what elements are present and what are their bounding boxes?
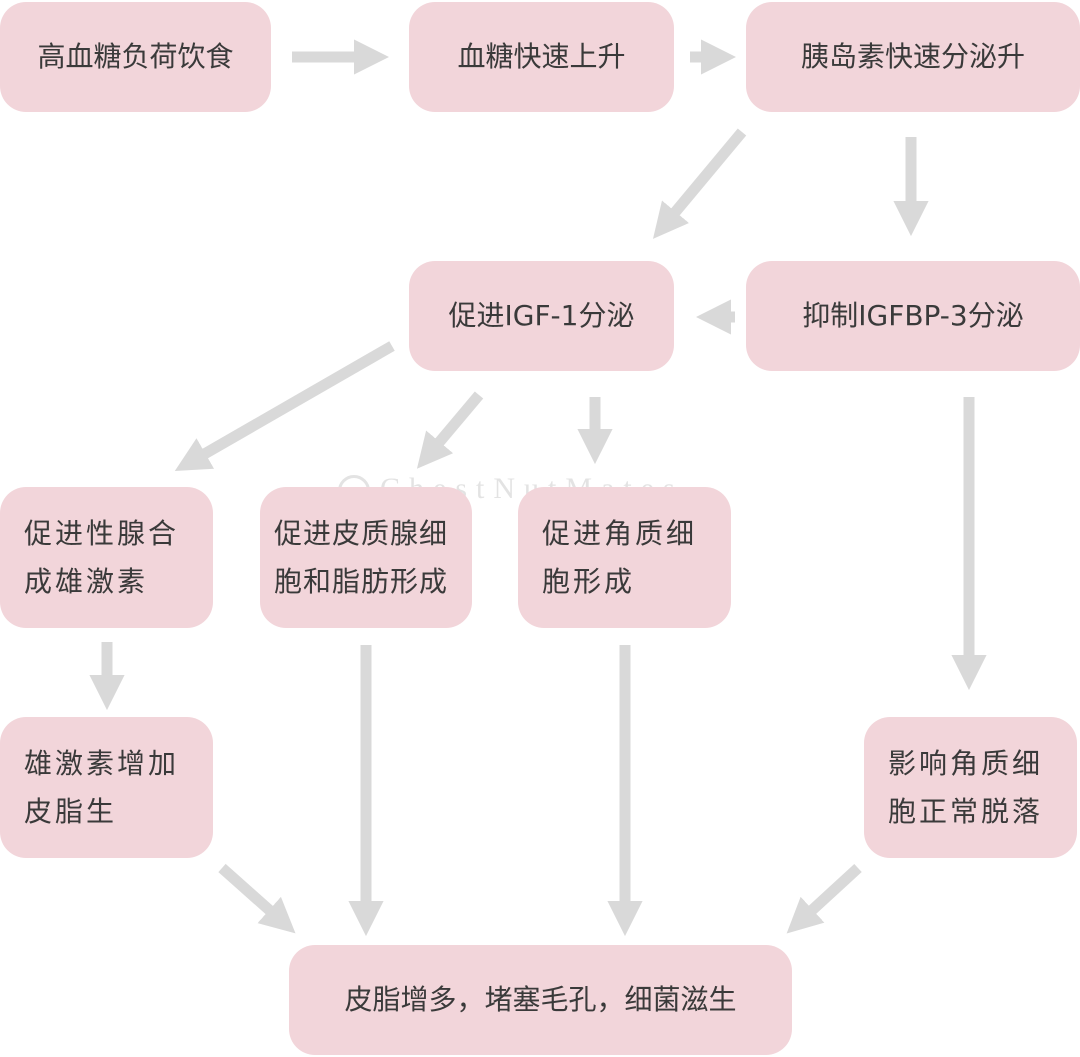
arrow-igf1-to-sebaceous — [416, 391, 484, 469]
node-sebaceous-adipose: 促进皮质腺细 胞和脂肪形成 — [260, 487, 472, 628]
node-keratinocyte-formation: 促进角质细 胞形成 — [518, 487, 731, 628]
node-androgen-synthesis: 促进性腺合 成雄激素 — [0, 487, 213, 628]
node-igfbp3-inhibition: 抑制IGFBP-3分泌 — [746, 261, 1080, 371]
node-androgen-increase: 雄激素增加 皮脂生 — [0, 717, 213, 858]
arrow-igf1-to-androgen — [174, 341, 395, 472]
arrow-insulin-to-igf1 — [652, 128, 747, 239]
arrow-increase-to-outcome — [218, 863, 296, 934]
node-outcome: 皮脂增多，堵塞毛孔，细菌滋生 — [289, 945, 792, 1055]
node-igf1-secretion: 促进IGF-1分泌 — [409, 261, 674, 371]
node-high-glycemic-diet: 高血糖负荷饮食 — [0, 2, 271, 112]
node-keratin-shedding: 影响角质细 胞正常脱落 — [864, 717, 1077, 858]
node-insulin-rise: 胰岛素快速分泌升 — [746, 2, 1080, 112]
arrow-shedding-to-outcome — [786, 863, 862, 934]
node-blood-sugar-rise: 血糖快速上升 — [409, 2, 674, 112]
